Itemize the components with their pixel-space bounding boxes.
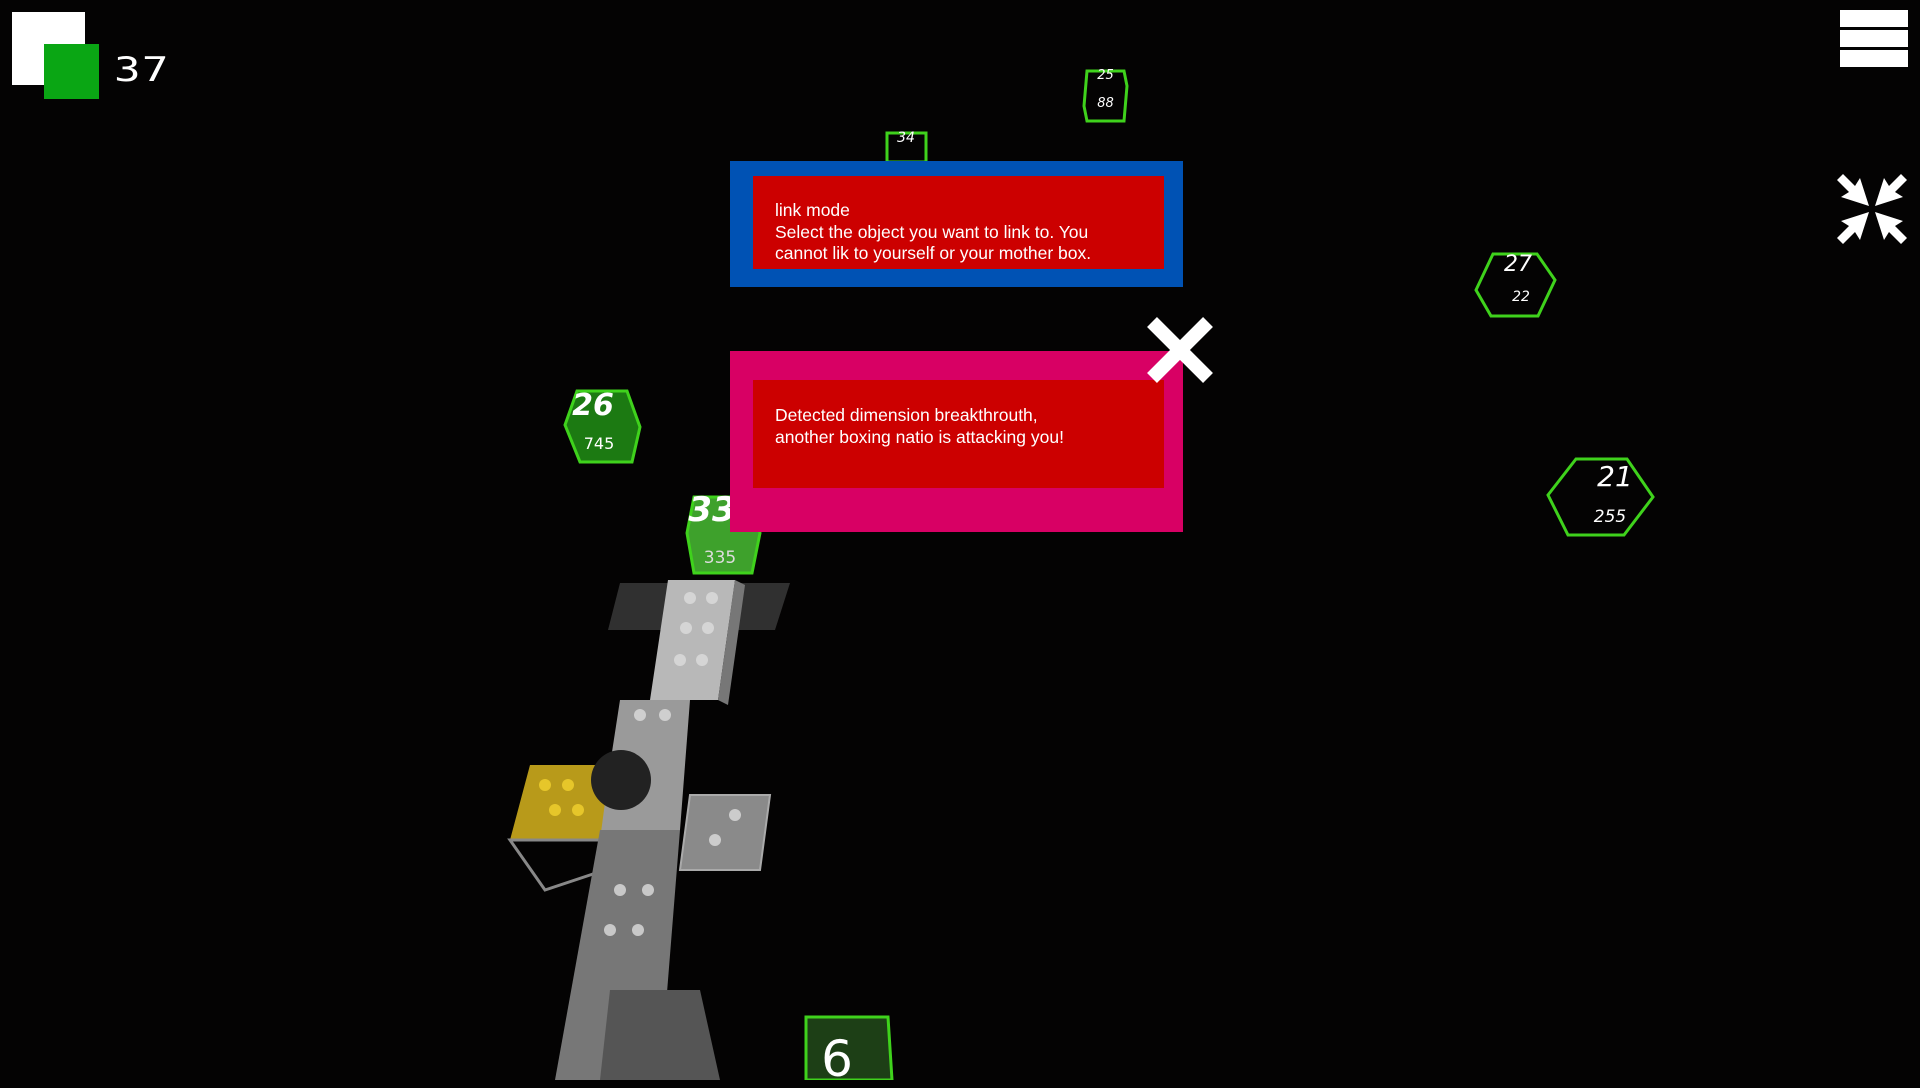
alert-line-1: Detected dimension breakthrouth,	[775, 405, 1038, 425]
alert-message: Detected dimension breakthrouth, another…	[753, 380, 1164, 488]
node-27-outline[interactable]	[1474, 252, 1557, 318]
close-x-icon[interactable]	[1146, 316, 1214, 384]
node-26-id: 26	[572, 388, 614, 423]
link-mode-line-2: cannot lik to yourself or your mother bo…	[775, 243, 1092, 263]
node-27-value: 22	[1512, 289, 1530, 305]
hamburger-menu-icon[interactable]	[1840, 10, 1908, 70]
node-6-id: 6	[821, 1030, 853, 1088]
player-ball[interactable]	[591, 750, 651, 810]
node-21-outline[interactable]	[1546, 457, 1655, 537]
node-25-outline[interactable]	[1082, 69, 1129, 123]
link-mode-panel: link mode Select the object you want to …	[730, 161, 1183, 287]
link-mode-message: link mode Select the object you want to …	[753, 176, 1164, 269]
link-mode-title: link mode	[775, 200, 850, 220]
node-27-id: 27	[1504, 252, 1532, 277]
link-mode-line-1: Select the object you want to link to. Y…	[775, 221, 1089, 242]
node-25-id: 25	[1097, 68, 1114, 83]
alert-panel: Detected dimension breakthrouth, another…	[730, 351, 1183, 532]
node-26-outline[interactable]	[563, 389, 642, 464]
box-counter: 37	[114, 50, 170, 90]
node-25-value: 88	[1097, 96, 1114, 111]
logo-green-square	[44, 44, 99, 99]
collapse-arrows-icon[interactable]	[1833, 170, 1911, 248]
node-26-value: 745	[583, 434, 615, 453]
node-33-id: 33	[688, 490, 736, 530]
alert-line-2: another boxing natio is attacking you!	[775, 426, 1064, 447]
node-6-outline[interactable]	[804, 1015, 894, 1080]
node-21-value: 255	[1593, 507, 1627, 527]
node-33-value: 335	[703, 548, 737, 568]
lego-path	[507, 580, 790, 1080]
node-34-id: 34	[897, 130, 915, 146]
node-21-id: 21	[1597, 460, 1633, 493]
